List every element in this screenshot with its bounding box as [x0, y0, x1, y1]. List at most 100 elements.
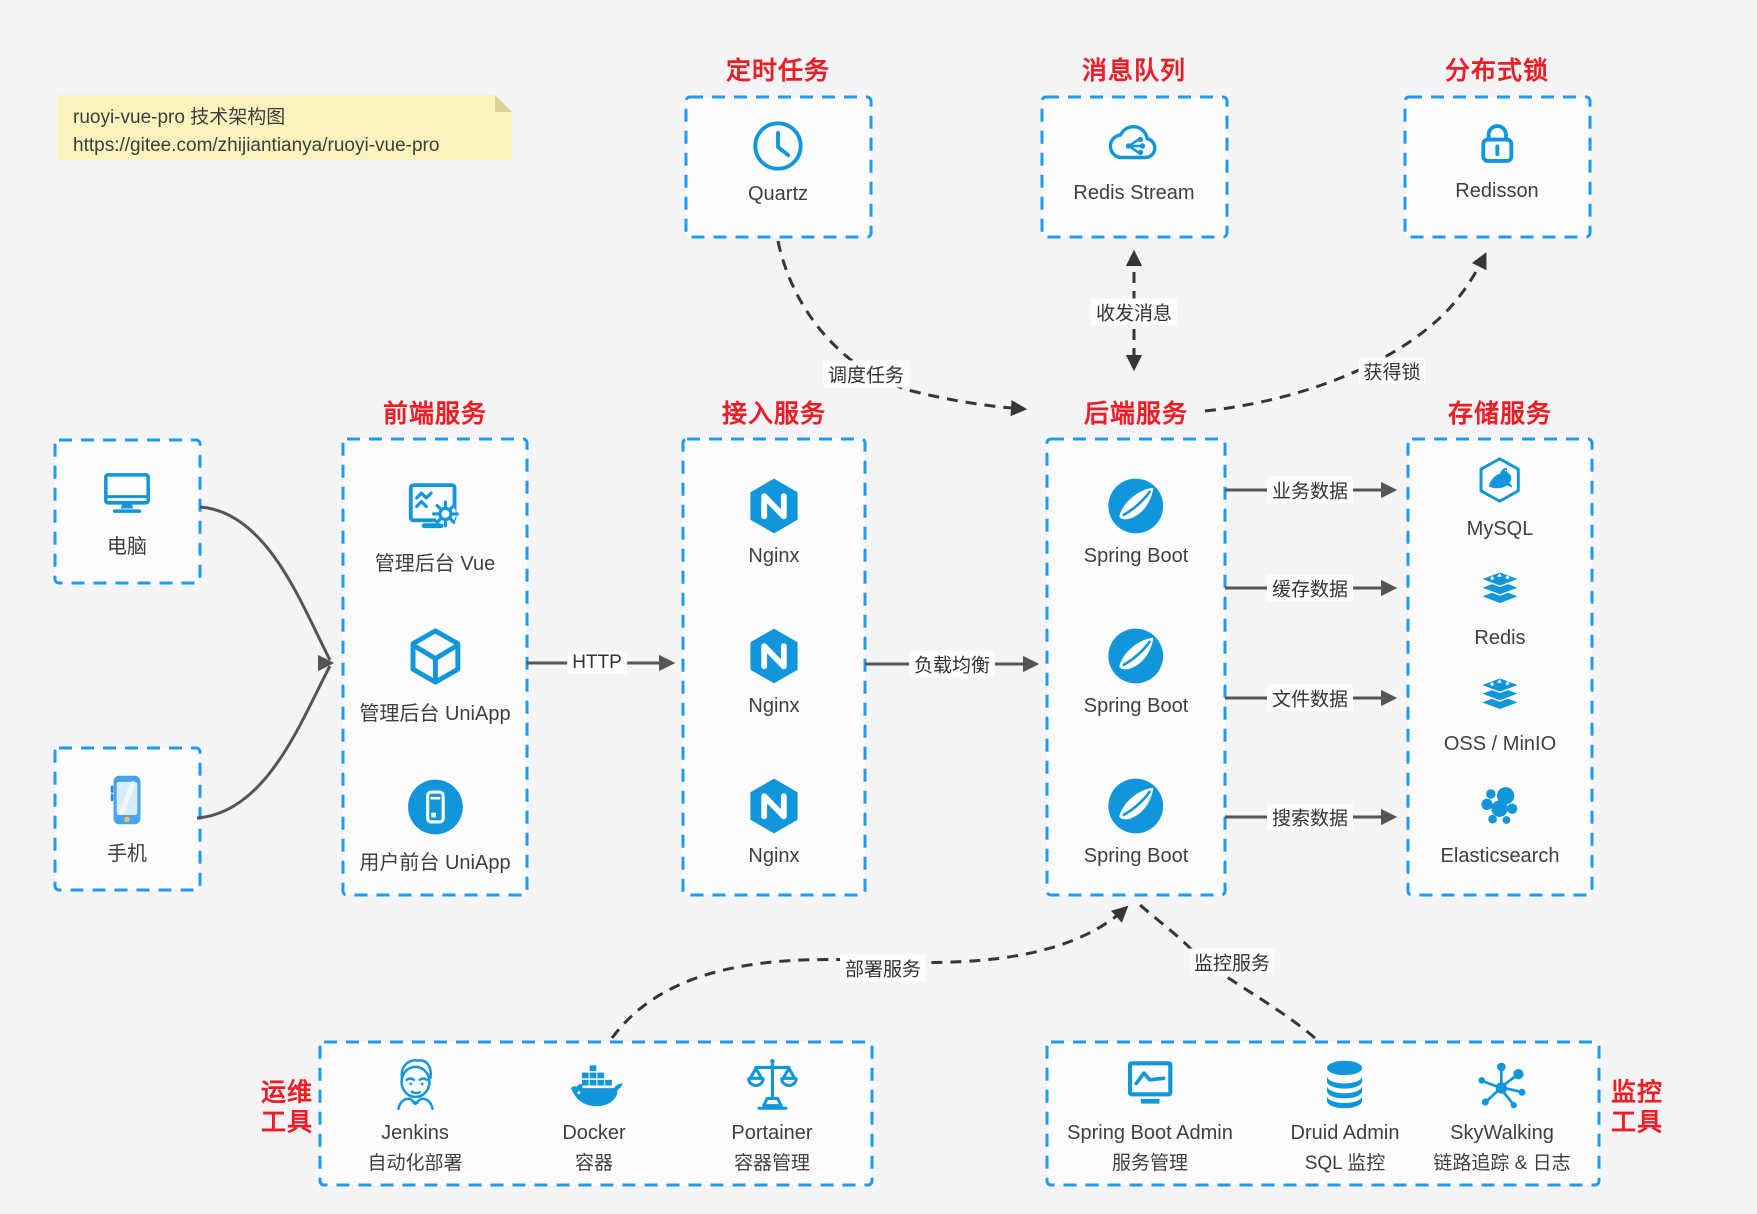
flow-label-biz-data: 业务数据: [1266, 476, 1354, 504]
node-label: Spring Boot: [1083, 695, 1189, 717]
node-desc: SQL 监控: [1304, 1153, 1386, 1174]
node-mysql: MySQL: [1466, 454, 1534, 541]
node-nginx-3: Nginx: [743, 775, 805, 868]
flow-label-monitor: 监控服务: [1188, 948, 1276, 976]
section-label-ops: 运维 工具: [260, 1078, 314, 1137]
cloud-network-icon: [1108, 125, 1157, 160]
node-pc: 电脑: [96, 462, 158, 559]
flow-label-file-data: 文件数据: [1266, 684, 1354, 712]
nginx-icon: [750, 478, 798, 534]
mysql-icon: [1479, 457, 1521, 503]
node-nginx-1: Nginx: [743, 475, 805, 568]
node-label: 管理后台 Vue: [374, 553, 496, 575]
section-label-mq: 消息队列: [1081, 57, 1187, 85]
node-label: Druid Admin: [1290, 1122, 1400, 1144]
flow-label-acquire-lock: 获得锁: [1358, 357, 1426, 385]
node-label: 手机: [107, 843, 147, 865]
monitor-chart-icon: [1127, 1061, 1173, 1104]
node-label: OSS / MinIO: [1443, 733, 1557, 755]
node-skywalking: SkyWalking 链路追踪 & 日志: [1433, 1054, 1571, 1175]
flow-label-schedule: 调度任务: [822, 360, 910, 388]
section-label-monitor: 监控 工具: [1610, 1078, 1664, 1137]
flow-label-deploy: 部署服务: [839, 954, 927, 982]
node-portainer: Portainer 容器管理: [731, 1054, 813, 1175]
node-label: MySQL: [1466, 518, 1534, 540]
node-label: Spring Boot: [1083, 545, 1189, 567]
sticky-note: ruoyi-vue-pro 技术架构图 https://gitee.com/zh…: [57, 95, 512, 160]
node-user-uniapp: 用户前台 UniApp: [359, 776, 511, 875]
section-label-lock: 分布式锁: [1444, 57, 1550, 85]
node-springboot-3: Spring Boot: [1083, 775, 1189, 868]
arrow-pc-frontend: [199, 505, 332, 661]
node-desc: 服务管理: [1111, 1153, 1188, 1174]
section-label-frontend: 前端服务: [382, 400, 488, 428]
trace-network-icon: [1478, 1062, 1526, 1109]
admin-console-icon: [409, 483, 460, 529]
cube-icon: [410, 628, 460, 685]
node-label: Elasticsearch: [1440, 845, 1560, 867]
flow-label-message: 收发消息: [1090, 298, 1178, 326]
node-desc: 容器管理: [733, 1153, 810, 1174]
node-nginx-2: Nginx: [743, 625, 805, 718]
node-label: Jenkins: [381, 1122, 449, 1144]
node-label: Docker: [562, 1122, 626, 1144]
node-jenkins: Jenkins 自动化部署: [367, 1054, 463, 1175]
node-springboot-1: Spring Boot: [1083, 475, 1189, 568]
section-label-backend: 后端服务: [1083, 400, 1189, 428]
node-druid-admin: Druid Admin SQL 监控: [1290, 1054, 1400, 1175]
flow-label-load-balance: 负载均衡: [908, 650, 996, 678]
node-label: 电脑: [107, 536, 147, 558]
elasticsearch-icon: [1481, 787, 1518, 824]
database-icon: [1327, 1060, 1363, 1109]
flow-label-http: HTTP: [567, 652, 627, 674]
clock-icon: [753, 121, 803, 171]
node-label: Nginx: [748, 695, 800, 717]
node-label: Quartz: [747, 183, 809, 205]
box-mq: [1040, 95, 1229, 239]
arrow-monitor-service: [1136, 901, 1316, 1040]
node-oss-minio: OSS / MinIO: [1444, 669, 1556, 756]
node-springboot-2: Spring Boot: [1083, 625, 1189, 718]
smartphone-icon: [110, 775, 141, 825]
node-quartz: Quartz: [748, 117, 808, 206]
lock-icon: [1481, 124, 1513, 163]
node-label: Nginx: [748, 545, 800, 567]
node-phone: 手机: [96, 769, 158, 866]
node-desc: 链路追踪 & 日志: [1433, 1153, 1571, 1174]
box-lock: [1403, 95, 1592, 239]
node-label: Portainer: [731, 1122, 813, 1144]
redis-icon: [1479, 570, 1521, 605]
node-springboot-admin: Spring Boot Admin 服务管理: [1067, 1054, 1233, 1175]
node-docker: Docker 容器: [562, 1054, 626, 1175]
node-label: Redis Stream: [1073, 182, 1195, 204]
box-storage: [1406, 437, 1594, 897]
spring-boot-icon: [1108, 478, 1164, 534]
docker-icon: [570, 1065, 623, 1107]
node-elasticsearch: Elasticsearch: [1440, 781, 1560, 868]
flow-label-search-data: 搜索数据: [1266, 803, 1354, 831]
dashed-boxes: [53, 95, 1601, 1187]
node-label: Redisson: [1455, 180, 1539, 202]
node-redisson: Redisson: [1455, 114, 1539, 203]
node-redis: Redis: [1474, 563, 1526, 650]
node-label: 用户前台 UniApp: [359, 852, 511, 874]
nginx-icon: [750, 778, 798, 834]
spring-boot-icon: [1108, 628, 1164, 684]
box-ops: [318, 1040, 874, 1187]
section-label-gateway: 接入服务: [721, 400, 827, 428]
mobile-app-icon: [407, 779, 463, 835]
flow-label-cache-data: 缓存数据: [1266, 574, 1354, 602]
node-label: Spring Boot: [1083, 845, 1189, 867]
object-storage-icon: [1479, 676, 1521, 711]
scale-icon: [746, 1058, 798, 1110]
section-label-storage: 存储服务: [1447, 400, 1553, 428]
spring-boot-icon: [1108, 778, 1164, 834]
desktop-icon: [104, 473, 150, 513]
node-desc: 自动化部署: [367, 1153, 463, 1174]
node-label: Spring Boot Admin: [1067, 1122, 1233, 1144]
note-title: ruoyi-vue-pro 技术架构图: [73, 107, 286, 128]
node-admin-vue: 管理后台 Vue: [375, 475, 495, 576]
arrow-acquire-lock: [1204, 252, 1487, 413]
node-redis-stream: Redis Stream: [1073, 114, 1195, 205]
